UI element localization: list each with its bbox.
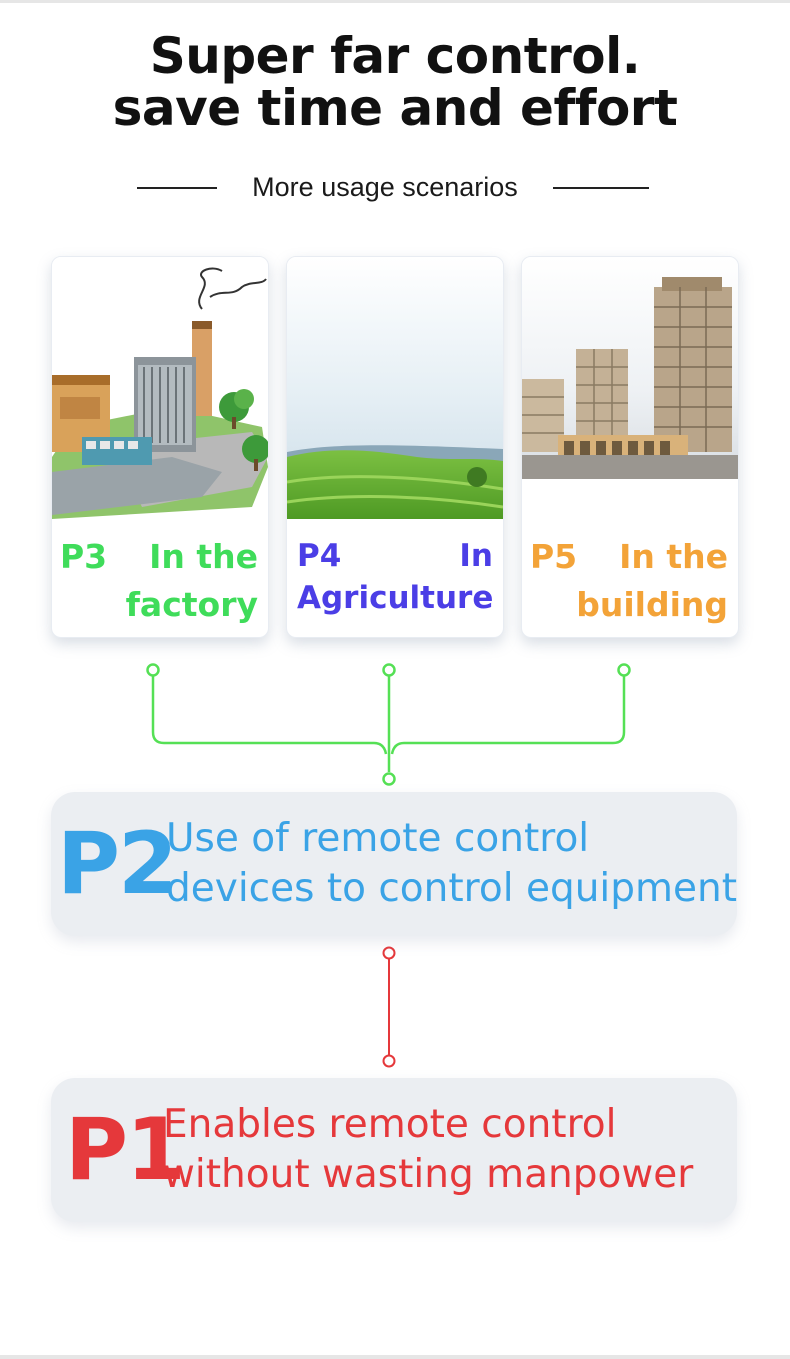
building-photo	[522, 257, 738, 519]
scenario-text-p3-line1: In the	[149, 537, 258, 576]
subtitle-divider-left	[137, 187, 217, 189]
level-panel-p2: P2 Use of remote control devices to cont…	[51, 792, 737, 936]
agriculture-photo	[287, 257, 503, 519]
level-text-p1-line2: without wasting manpower	[163, 1152, 694, 1197]
scenario-label-factory: P3 In the factory	[60, 533, 258, 629]
scenario-text-p3-line2: factory	[125, 585, 258, 624]
subtitle-divider-right	[553, 187, 649, 189]
level-tag-p2: P2	[57, 814, 178, 914]
bottom-border	[0, 1355, 790, 1359]
level-tag-p1: P1	[65, 1100, 186, 1200]
subtitle-row: More usage scenarios	[0, 170, 790, 204]
scenario-text-p5-line2: building	[576, 585, 728, 624]
level-text-p1: Enables remote control without wasting m…	[163, 1100, 693, 1200]
connector-green	[146, 663, 631, 786]
factory-illustration	[52, 257, 268, 519]
scenario-text-p4-line1: In	[459, 538, 493, 574]
level-text-p1-line1: Enables remote control	[163, 1102, 617, 1147]
connector-red	[382, 946, 396, 1068]
scenario-text-p4-line2: Agriculture	[297, 580, 494, 616]
level-panel-p1: P1 Enables remote control without wastin…	[51, 1078, 737, 1222]
scenario-label-building: P5 In the building	[530, 533, 728, 629]
title-line-1: Super far control.	[149, 27, 641, 85]
top-border	[0, 0, 790, 3]
scenario-tag-p3: P3	[60, 537, 108, 576]
scenario-card-building: P5 In the building	[521, 256, 739, 638]
level-text-p2: Use of remote control devices to control…	[166, 814, 737, 914]
level-text-p2-line2: devices to control equipment	[166, 866, 738, 911]
level-text-p2-line1: Use of remote control	[166, 816, 590, 861]
scenario-tag-p5: P5	[530, 537, 578, 576]
scenario-label-agriculture: P4 In Agriculture	[297, 535, 493, 619]
scenario-card-factory: P3 In the factory	[51, 256, 269, 638]
scenario-text-p5-line1: In the	[619, 537, 728, 576]
scenario-card-agriculture: P4 In Agriculture	[286, 256, 504, 638]
subtitle: More usage scenarios	[252, 172, 518, 202]
scenario-tag-p4: P4	[297, 538, 342, 574]
page-title: Super far control. save time and effort	[0, 30, 790, 134]
title-line-2: save time and effort	[112, 79, 678, 137]
